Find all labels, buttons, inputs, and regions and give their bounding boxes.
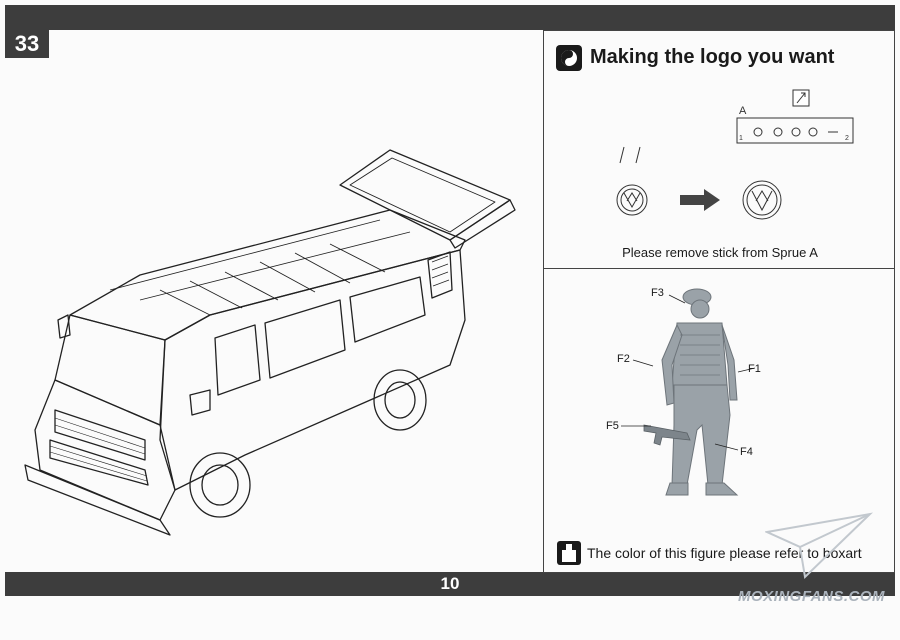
paper-plane-logo: [765, 512, 874, 580]
van-illustration: [24, 149, 516, 536]
part-label-f5: F5: [606, 420, 619, 432]
logo-caption: Please remove stick from Sprue A: [622, 245, 818, 260]
part-label-f3: F3: [651, 287, 664, 299]
arrow-icon: [680, 189, 720, 211]
logo-panel-title: Making the logo you want: [590, 46, 835, 68]
top-header-bar: [5, 5, 895, 30]
watermark-text: MOXINGFANS.COM: [738, 588, 886, 605]
part-leader-lines: [621, 294, 756, 451]
part-label-f4: F4: [740, 446, 753, 458]
soldier-figure: [643, 288, 739, 496]
figure-panel-frame: [543, 268, 895, 573]
figure-color-note: The color of this figure please refer to…: [587, 545, 862, 561]
page-number: 10: [440, 574, 460, 593]
hint-icon: [556, 45, 582, 71]
part-label-f2: F2: [617, 353, 630, 365]
part-label-f1: F1: [748, 363, 761, 375]
sprue-end-left: 1: [739, 135, 743, 142]
logo-finished: [742, 180, 782, 220]
logo-with-stick: [616, 146, 648, 216]
sprue-a-diagram: A 1 2: [736, 89, 854, 144]
step-number-badge: 33: [5, 30, 49, 58]
sprue-letter: A: [739, 105, 747, 117]
paint-icon: [557, 541, 581, 565]
bottom-footer-bar: 10: [5, 572, 895, 596]
sprue-end-right: 2: [845, 135, 849, 142]
